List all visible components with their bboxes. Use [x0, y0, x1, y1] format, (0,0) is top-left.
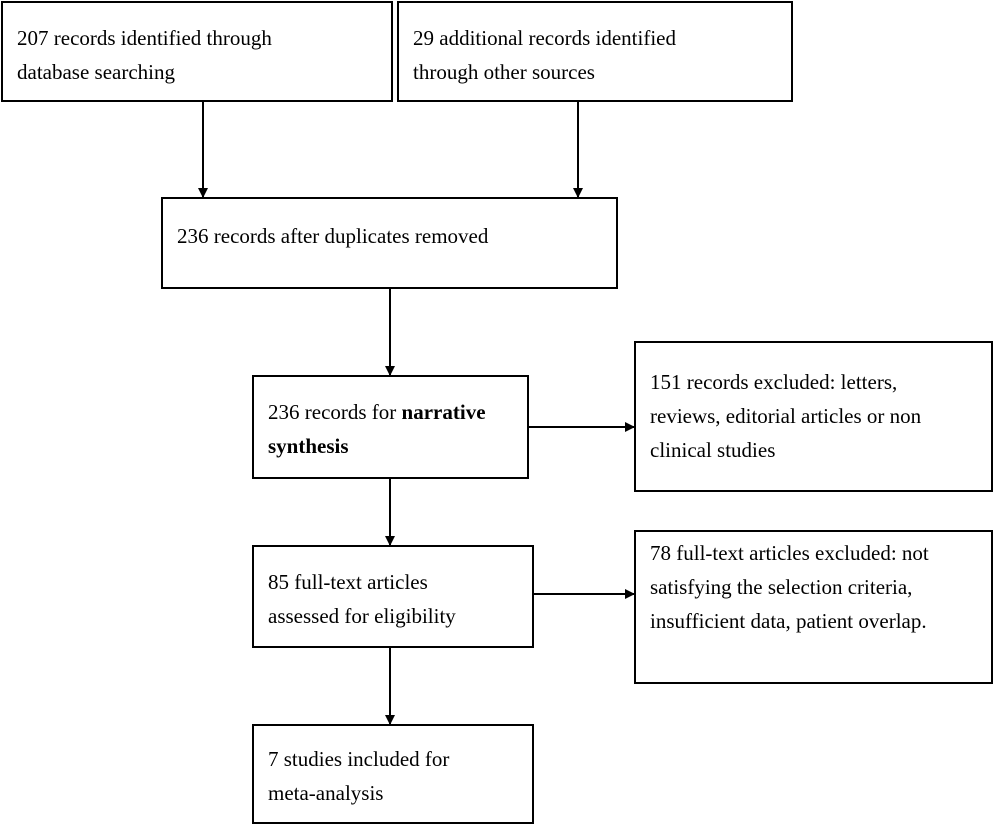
records-excluded-box: 151 records excluded: letters, reviews, …	[634, 341, 993, 492]
narrative-bold-text: narrative	[401, 400, 486, 424]
database-search-box: 207 records identified through database …	[1, 1, 393, 102]
box-text-line: 207 records identified through	[17, 26, 272, 50]
studies-included-box: 7 studies included for meta-analysis	[252, 724, 534, 824]
duplicates-removed-box: 236 records after duplicates removed	[161, 197, 618, 289]
box-text-line: insufficient data, patient overlap.	[650, 609, 927, 633]
box-text-line: 7 studies included for	[268, 747, 450, 771]
box-text-line: reviews, editorial articles or non	[650, 404, 922, 428]
box-text-line: 29 additional records identified	[413, 26, 677, 50]
full-text-excluded-box: 78 full-text articles excluded: not sati…	[634, 530, 993, 684]
box-text-line: 236 records after duplicates removed	[177, 224, 489, 248]
other-sources-box: 29 additional records identified through…	[397, 1, 793, 102]
box-text-line: satisfying the selection criteria,	[650, 575, 913, 599]
box-text-line: meta-analysis	[268, 781, 384, 805]
box-text-line: 151 records excluded: letters,	[650, 370, 898, 394]
box-text-line: 85 full-text articles	[268, 570, 428, 594]
narrative-prefix-text: 236 records for	[268, 400, 402, 424]
box-text-line: assessed for eligibility	[268, 604, 456, 628]
box-text-line: database searching	[17, 60, 176, 84]
box-text-line: 78 full-text articles excluded: not	[650, 541, 929, 565]
box-text-line: through other sources	[413, 60, 595, 84]
box-text-line: clinical studies	[650, 438, 776, 462]
narrative-synthesis-box: 236 records for narrative synthesis	[252, 375, 529, 479]
synthesis-bold-text: synthesis	[268, 434, 349, 458]
box-text-line: 236 records for narrative	[268, 395, 513, 429]
full-text-assessed-box: 85 full-text articles assessed for eligi…	[252, 545, 534, 648]
